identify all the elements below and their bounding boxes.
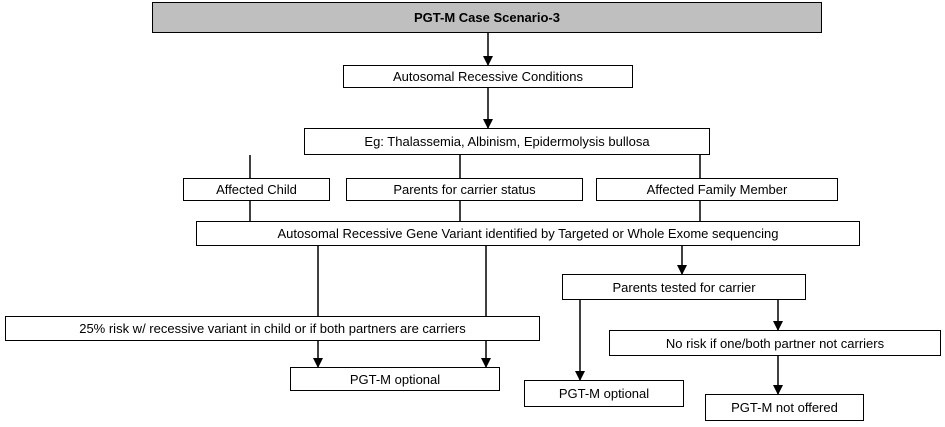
affected-family-member-box: Affected Family Member bbox=[596, 178, 838, 201]
risk-25-box: 25% risk w/ recessive variant in child o… bbox=[5, 316, 540, 341]
no-risk-box: No risk if one/both partner not carriers bbox=[609, 330, 941, 356]
parents-carrier-status-box: Parents for carrier status bbox=[346, 178, 583, 201]
pgtm-not-offered-box: PGT-M not offered bbox=[705, 394, 864, 421]
gene-variant-box: Autosomal Recessive Gene Variant identif… bbox=[196, 221, 860, 246]
parents-tested-box: Parents tested for carrier bbox=[562, 274, 806, 300]
pgtm-optional-left-box: PGT-M optional bbox=[290, 367, 500, 391]
title-box: PGT-M Case Scenario-3 bbox=[152, 2, 822, 33]
examples-box: Eg: Thalassemia, Albinism, Epidermolysis… bbox=[304, 128, 710, 155]
category-box: Autosomal Recessive Conditions bbox=[343, 65, 633, 88]
affected-child-box: Affected Child bbox=[183, 178, 330, 201]
pgtm-optional-right-box: PGT-M optional bbox=[524, 380, 684, 407]
